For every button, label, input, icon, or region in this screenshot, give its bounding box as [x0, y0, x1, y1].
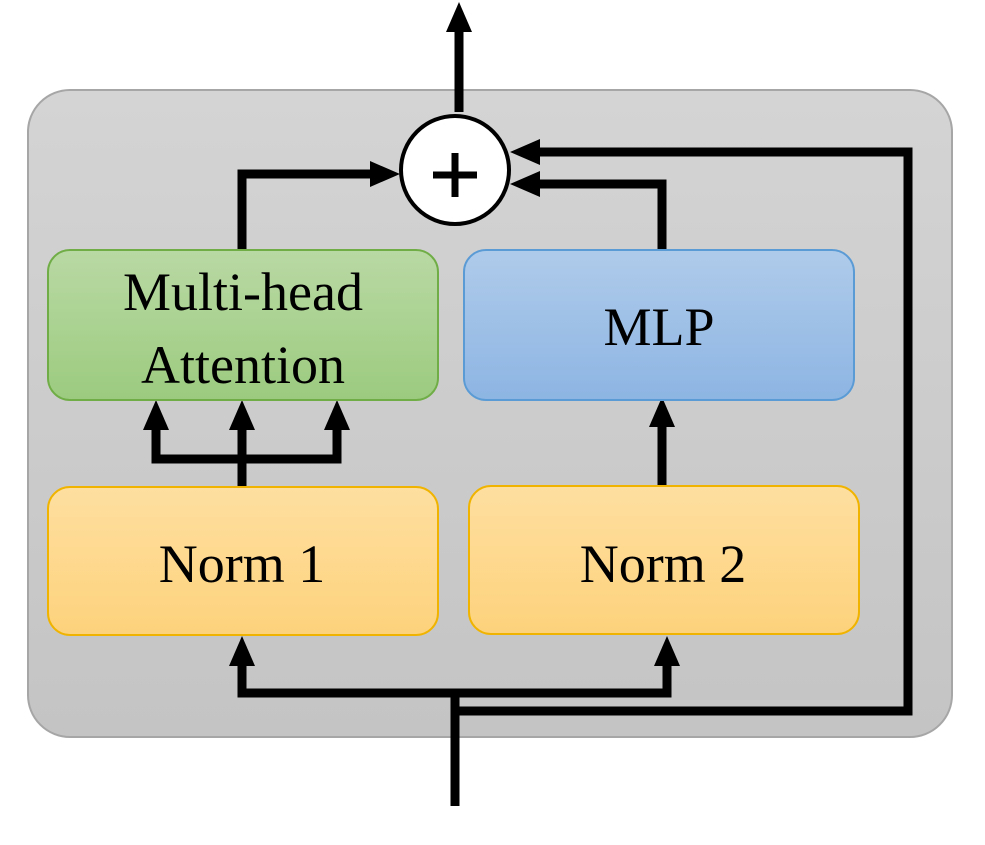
qkv-branch-line — [151, 428, 342, 464]
arrow-attention-add-head — [370, 161, 400, 187]
arrow-norm1-head — [229, 636, 255, 666]
arrow-norm2-head — [654, 636, 680, 666]
norm1-label: Norm 1 — [159, 534, 325, 594]
mlp-to-add-line — [538, 179, 667, 250]
attention-label-line1: Multi-head — [123, 262, 363, 322]
arrow-q-head — [143, 400, 169, 430]
multi-head-attention-block: Multi-head Attention — [47, 249, 439, 401]
arrow-residual-add-head — [510, 139, 540, 165]
attention-to-add-line — [237, 169, 372, 250]
norm1-block: Norm 1 — [47, 486, 439, 636]
input-to-norm1-line — [237, 664, 455, 698]
norm2-label: Norm 2 — [580, 534, 746, 594]
connectors — [151, 30, 913, 806]
attention-label-line2: Attention — [141, 335, 345, 395]
norm2-block: Norm 2 — [468, 485, 860, 635]
residual-skip-line — [455, 147, 913, 716]
mlp-block: MLP — [463, 249, 855, 401]
arrow-k-head — [229, 400, 255, 430]
arrowheads — [143, 2, 680, 666]
arrow-v-head — [324, 400, 350, 430]
arrow-mlp-add-head — [510, 171, 540, 197]
arrow-mlp-head — [649, 397, 675, 427]
arrow-output-head — [446, 2, 472, 32]
add-node — [399, 114, 511, 226]
mlp-label: MLP — [603, 297, 714, 357]
input-to-norm2-line — [455, 664, 672, 698]
